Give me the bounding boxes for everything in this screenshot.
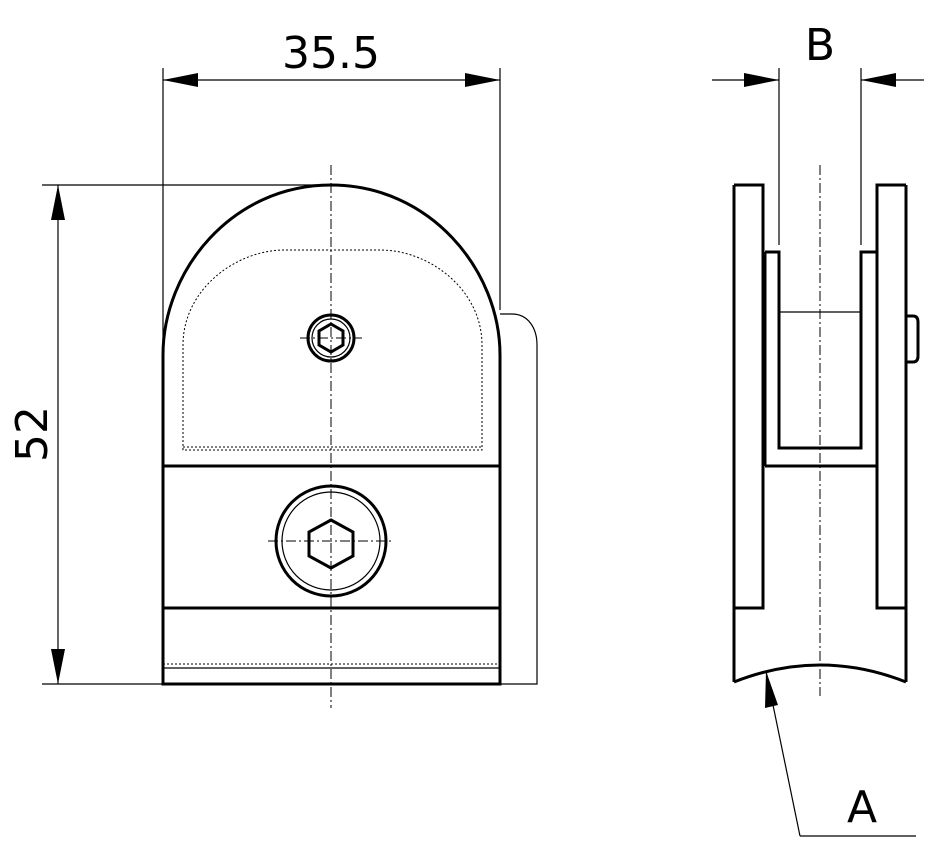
height-dimension-label: 52 [7,406,58,462]
dimension-width: 35.5 [162,28,501,350]
callout-a: A [765,670,916,837]
front-outline [161,183,502,686]
front-view [161,165,538,708]
side-u-channel [765,250,877,450]
width-dimension-label: 35.5 [282,28,380,79]
side-view [732,165,920,696]
side-screw-knob [906,314,920,364]
side-right-plate [875,183,906,610]
dimension-height: 52 [7,184,331,685]
side-left-plate [734,183,765,610]
hidden-glass-outline [500,313,538,685]
a-callout-label: A [847,782,877,833]
hidden-pocket [182,249,483,451]
dimension-b: B [712,20,924,245]
b-dimension-label: B [805,20,835,71]
